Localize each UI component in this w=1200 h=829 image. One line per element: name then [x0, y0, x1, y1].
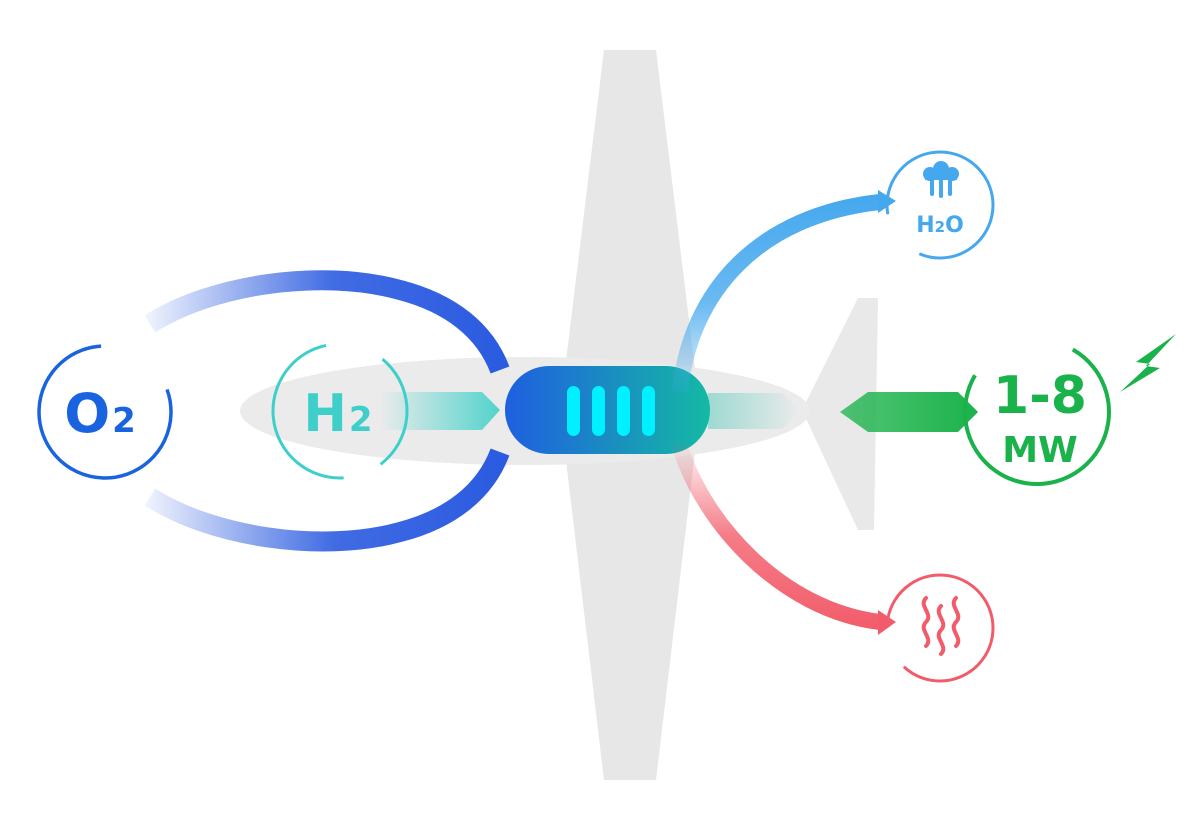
heat-node: [885, 573, 995, 683]
power-node: 1-8 MW: [963, 334, 1176, 486]
fuel-cell-body: [505, 366, 710, 454]
hydrogen-flow-arrow: [380, 392, 500, 430]
oxygen-arc-top: [144, 270, 510, 374]
power-value: 1-8: [993, 366, 1087, 426]
oxygen-ring: [37, 344, 173, 480]
fuel-cell-plate: [642, 386, 655, 436]
fuel-cell-plate: [617, 386, 630, 436]
airplane-tail-fin: [802, 298, 878, 530]
heat-arrow-head: [878, 610, 896, 635]
steam-icon: [923, 161, 959, 198]
water-ring: [885, 150, 995, 260]
exhaust-flow-arrow: [708, 393, 800, 429]
oxygen-supply-loop: [144, 270, 510, 552]
heat-waves-icon: [921, 596, 961, 656]
hydrogen-node: H2: [271, 342, 409, 480]
lightning-bolt-icon: [1120, 334, 1176, 392]
hydrogen-ring: [271, 342, 409, 480]
power-ring: [963, 338, 1111, 486]
water-node: H2O: [885, 150, 995, 260]
water-label: H2O: [916, 213, 964, 238]
heat-output-arc: [670, 437, 882, 630]
fuel-cell-plate: [567, 386, 580, 436]
fuel-cell-icon: [505, 366, 710, 454]
oxygen-label: O2: [64, 382, 136, 445]
heat-ring: [885, 573, 995, 683]
hydrogen-label: H2: [303, 384, 372, 444]
fuel-cell-plate: [592, 386, 605, 436]
oxygen-arc-bottom: [144, 448, 510, 552]
water-output-arc: [672, 194, 881, 393]
oxygen-node: O2: [37, 344, 173, 480]
power-unit: MW: [1002, 430, 1078, 471]
power-output-arrow: [840, 392, 978, 432]
